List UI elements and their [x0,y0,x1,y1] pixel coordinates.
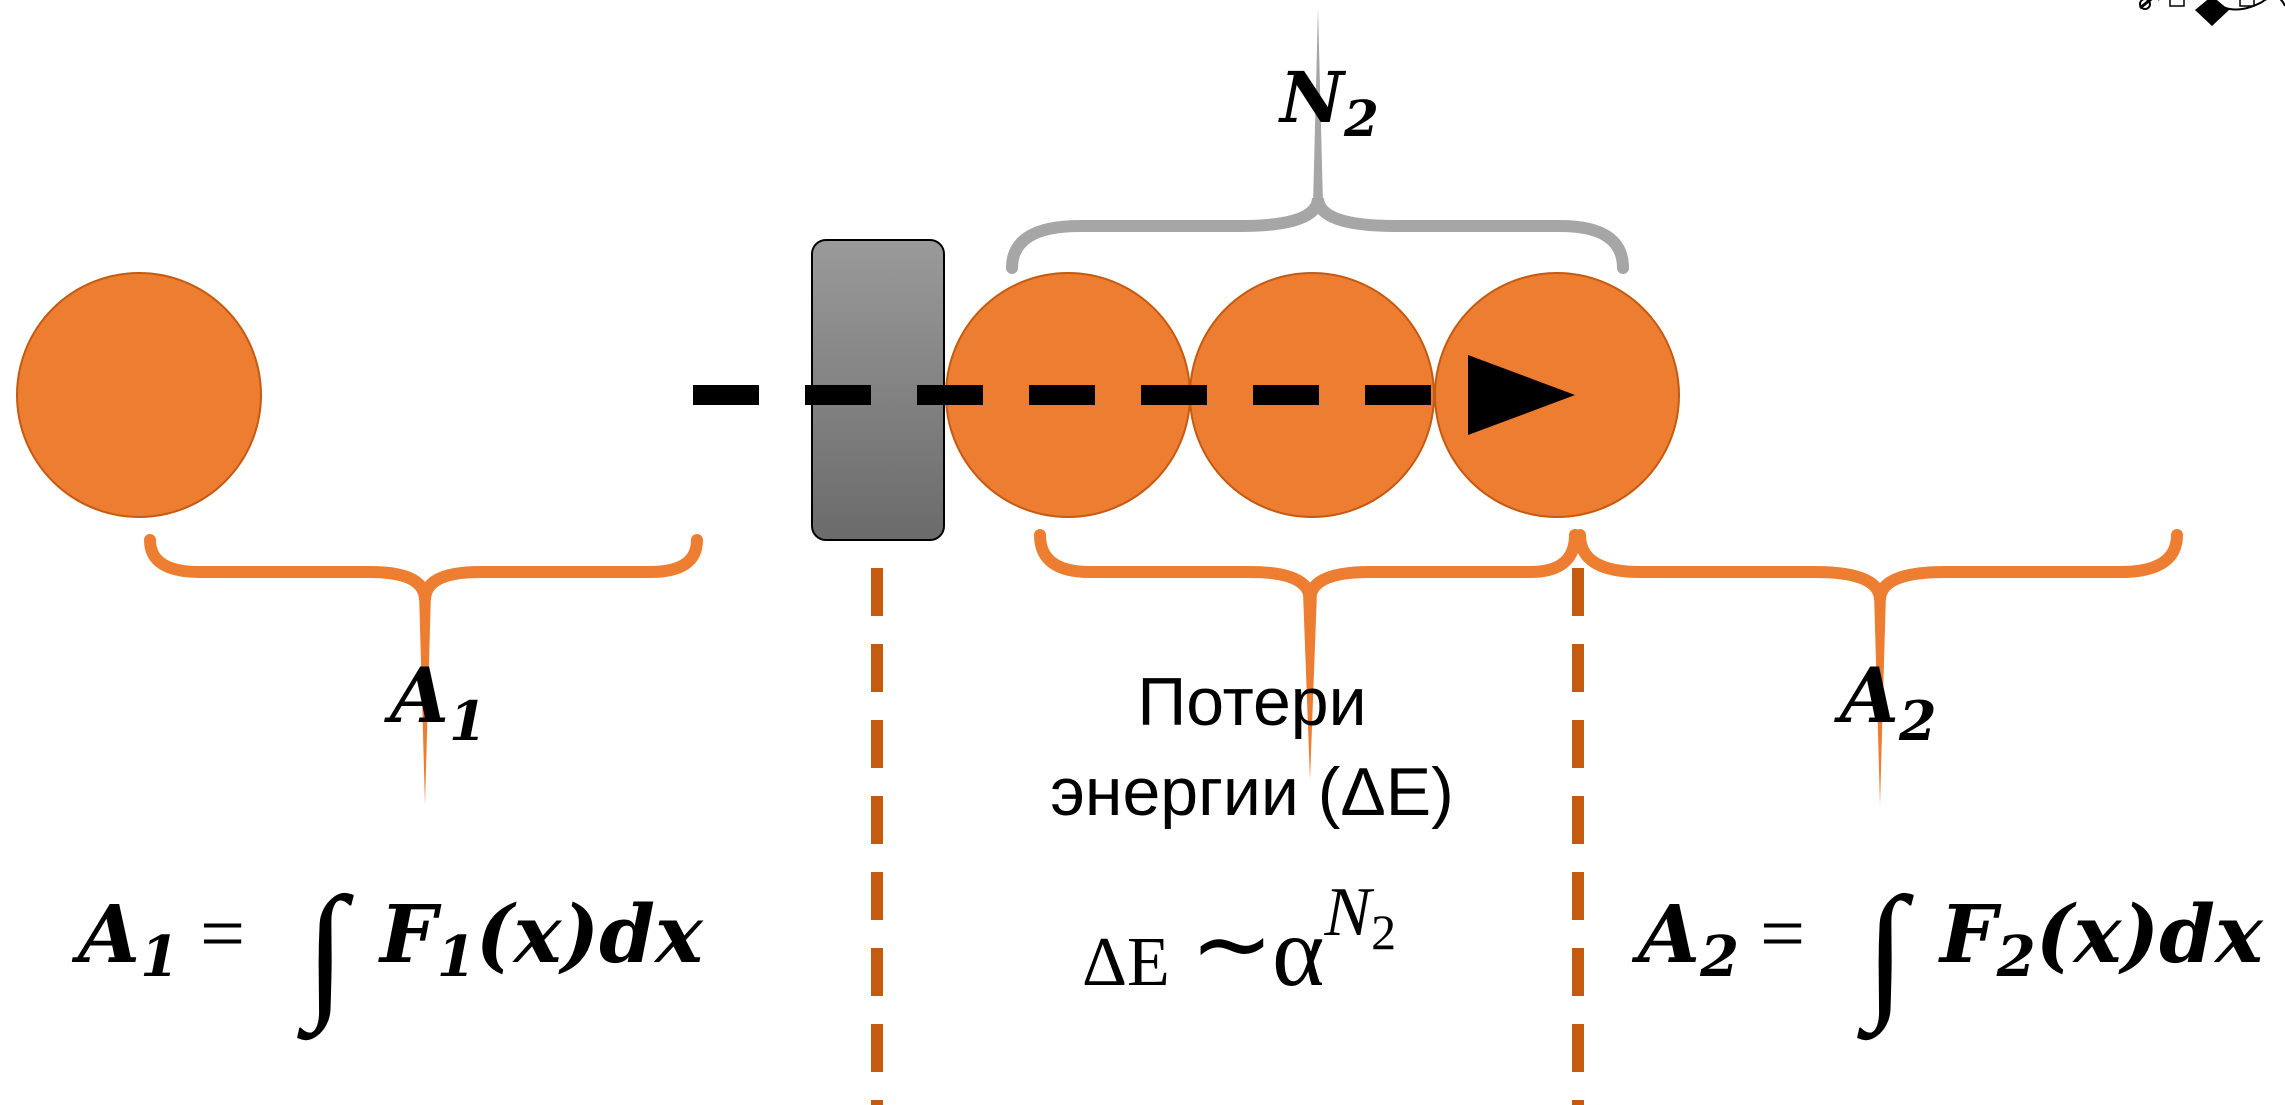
a1-label: A1 [384,651,487,753]
formula-a2-equals: = [1760,890,1805,978]
losses-brace-spike [1303,592,1317,780]
formula-a1-f-main: F [378,887,442,981]
formula-a2-f-sub: 2 [1996,924,2036,990]
n2-label-sub: 2 [1343,89,1379,148]
formula-a2-integral: ∫ [1857,867,1914,1041]
a1-label-main: A [384,651,449,740]
n2-brace-spike [1313,8,1323,205]
formula-a2-f-main: F [1938,887,2002,981]
formula-a2-lhs: A2 [1631,887,1739,990]
formula-a1-lhs: A1 [71,887,179,990]
formula-a1-integral: ∫ [297,867,354,1041]
n2-label-main: N [1278,56,1347,139]
a1-brace-spike [419,592,431,805]
formula-delta-e-symbol: ΔE [1082,924,1170,1001]
formula-a1-f-sub: 1 [437,924,476,990]
formula-tilde: ∼ [1190,889,1274,1000]
formula-a1-lhs-sub: 1 [140,924,179,990]
n2-label: N2 [1278,56,1379,148]
formula-a2-rhs: F2(x)dx [1938,887,2264,990]
a2-brace-spike [1874,592,1886,805]
formula-a1-equals: = [200,890,245,978]
left-ball [16,272,262,518]
formula-a2-rest: (x)dx [2036,887,2264,981]
formula-exp-main: N [1323,874,1374,951]
formula-alpha-power: αN2 [1272,874,1396,1007]
formula-a1-rhs: F1(x)dx [378,887,704,990]
a1-brace [144,534,703,601]
losses-label-line1: Потери [1137,664,1366,740]
corner-logo-icon [2139,0,2285,26]
formula-delta-e: ΔE [1082,924,1170,1001]
a2-brace [1574,529,2183,601]
formula-exp-sub: 2 [1371,904,1396,960]
formula-a1-lhs-main: A [71,887,140,981]
formula-a2-lhs-main: A [1631,887,1700,981]
a2-label-sub: 2 [1898,689,1937,753]
formula-a2-lhs-sub: 2 [1699,924,1739,990]
a2-label: A2 [1834,651,1937,753]
a1-label-sub: 1 [449,689,487,753]
n2-brace [1006,197,1629,274]
losses-brace [1034,529,1581,601]
a2-label-main: A [1834,651,1899,740]
losses-label-line2: энергии (ΔE) [1050,754,1454,830]
motion-arrow-head-icon [1468,355,1575,435]
formula-a1-rest: (x)dx [476,887,704,981]
formula-alpha: α [1272,896,1324,1007]
